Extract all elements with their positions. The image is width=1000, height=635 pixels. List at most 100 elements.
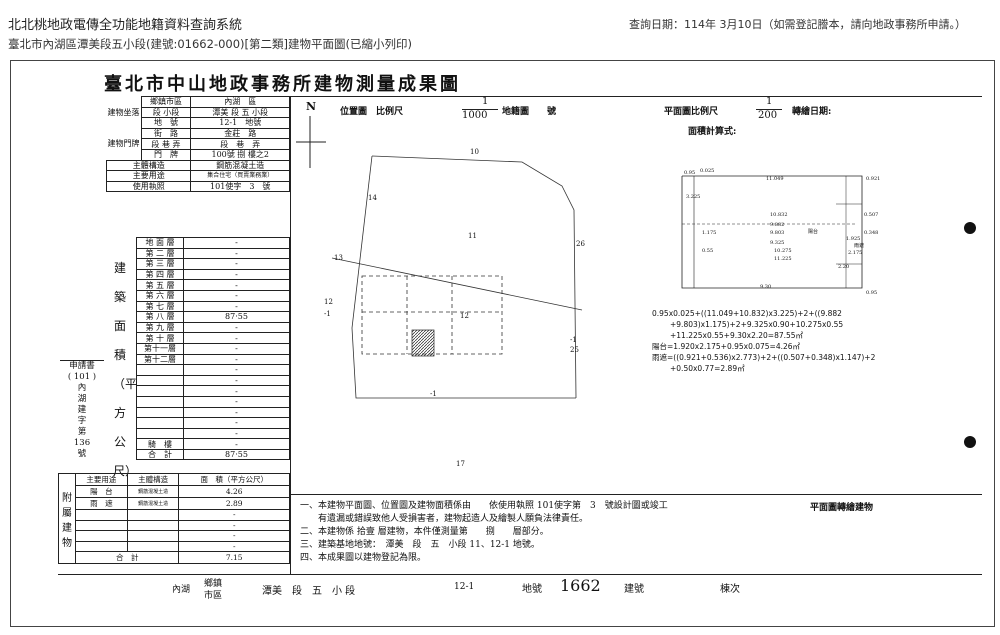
floor-area: - <box>183 406 290 419</box>
attached-row: - <box>59 530 290 542</box>
attached-use <box>75 519 128 531</box>
floor-row: 第 三 層- <box>136 258 290 270</box>
query-date: 查詢日期：114年 3月10日（如需登記謄本，請向地政事務所申請。） <box>629 18 966 31</box>
note-line: 三、建築基地地號： 潭美 段 五 小段 11、12-1 地號。 <box>300 540 540 550</box>
plan-dimension: 0.55 <box>702 248 714 254</box>
floor-row: - <box>136 406 290 419</box>
plan-dimension: 0.348 <box>864 230 879 236</box>
position-map <box>296 116 583 399</box>
cell-label: 段 小段 <box>140 106 192 119</box>
floor-area: - <box>183 374 290 387</box>
attached-header-cell: 主要用途 <box>75 473 128 486</box>
plan-dimension: 2.175 <box>848 250 863 256</box>
cadastral-map-label: 地籍圖 號 <box>502 107 557 117</box>
footer-lot: 12-1 <box>454 582 475 592</box>
cell-value: 101使字 3 號 <box>190 180 290 193</box>
attached-area: 4.26 <box>178 485 290 498</box>
calc-line: 0.95x0.025+((11.049+10.832)x3.225)+2+((9… <box>652 309 842 318</box>
divider-left <box>290 96 291 574</box>
attached-header: 附屬建物主要用途主體構造面 積（平方公尺） <box>58 473 290 564</box>
lot-label: 12 <box>324 298 333 306</box>
floor-name: 第 三 層 <box>136 258 184 270</box>
attached-use: 陽 台 <box>75 485 128 498</box>
divider-map <box>290 96 982 97</box>
attached-use <box>75 540 128 552</box>
floor-area: - <box>183 237 290 249</box>
attached-use: 雨 遮 <box>75 497 128 510</box>
footer-build-no: 1662 <box>560 576 601 595</box>
floor-row: - <box>136 364 290 376</box>
attached-row: - <box>59 540 290 552</box>
attached-area: 2.89 <box>178 497 290 510</box>
floor-name: 騎 樓 <box>136 438 184 450</box>
floor-name <box>136 385 184 397</box>
floor-area: - <box>183 438 290 450</box>
cell-label: 段 巷 弄 <box>140 138 192 150</box>
floor-area: 87·55 <box>183 448 290 461</box>
footer-build-label: 建號 <box>624 584 644 595</box>
calc-line: 陽台=1.920x2.175+0.95x0.075=4.26㎡ <box>652 342 801 351</box>
attached-struct <box>126 540 180 552</box>
floor-area: - <box>183 300 290 313</box>
lot-label: 25 <box>570 346 579 354</box>
plan-dimension: 9.882 <box>770 222 785 228</box>
floor-area: - <box>183 321 290 334</box>
floor-name: 第 七 層 <box>136 300 184 313</box>
lot-label: -1 <box>430 390 437 398</box>
cell-value: 集合住宅（買賣業務業） <box>190 170 290 182</box>
plan-dimension: 11.049 <box>766 176 784 182</box>
floor-row: - <box>136 385 290 397</box>
group-address: 建物門牌 <box>107 139 140 149</box>
lot-label: -1 <box>324 310 331 318</box>
floor-name <box>136 427 184 440</box>
floor-name: 地 面 層 <box>136 237 184 249</box>
floor-name <box>136 364 184 376</box>
floor-area: - <box>183 417 290 429</box>
lot-label: 10 <box>470 148 479 156</box>
floor-row: 第 二 層- <box>136 247 290 260</box>
plan-dimension: 0.95 <box>866 290 878 296</box>
floor-name: 第 十 層 <box>136 332 184 344</box>
position-scale-den: 1000 <box>462 110 488 121</box>
cell-label: 門 牌 <box>140 148 192 161</box>
floor-area: - <box>183 258 290 270</box>
floor-name: 第十二層 <box>136 353 184 366</box>
floor-area: - <box>183 342 290 355</box>
calc-line: 雨遮=((0.921+0.536)x2.773)+2+((0.507+0.348… <box>652 353 876 362</box>
cell-value: 12-1 地號 <box>190 117 290 129</box>
attached-struct <box>126 530 180 542</box>
floor-name <box>136 406 184 419</box>
footer-district: 內湖 <box>172 585 191 595</box>
attached-area: - <box>178 519 290 531</box>
plan-scale-label: 平面圖比例尺 <box>664 107 719 117</box>
position-map-label: 位置圖 比例尺 <box>340 107 404 117</box>
lot-label: 13 <box>334 254 343 262</box>
floor-row: - <box>136 374 290 387</box>
plan-dimension: 0.025 <box>700 168 715 174</box>
floor-name: 第 六 層 <box>136 289 184 302</box>
attached-row: - <box>59 519 290 531</box>
cell-value: 潭美 段 五 小段 <box>190 106 290 119</box>
plan-scale-bar <box>756 109 782 110</box>
floor-name: 第 九 層 <box>136 321 184 334</box>
floor-section-label: 建築面積（平方公尺） <box>113 261 138 478</box>
lot-label: 17 <box>456 460 465 468</box>
plan-dimension: 0.507 <box>864 212 879 218</box>
cell-label: 主要用途 <box>105 170 192 182</box>
floor-row: 第 十 層- <box>136 332 290 344</box>
calc-line: +0.50x0.77=2.89㎡ <box>670 364 745 373</box>
floor-name: 第十一層 <box>136 342 184 355</box>
calc-line: +11.225x0.55+9.30x2.20=87.55㎡ <box>670 331 804 340</box>
attached-struct <box>126 519 180 531</box>
floor-row: 第 七 層- <box>136 300 290 313</box>
floor-area: - <box>183 289 290 302</box>
cell-value: 段 巷 弄 <box>190 138 290 150</box>
plan-dimension: 2.20 <box>838 264 850 270</box>
attached-use <box>75 509 128 521</box>
floor-area: - <box>183 385 290 397</box>
